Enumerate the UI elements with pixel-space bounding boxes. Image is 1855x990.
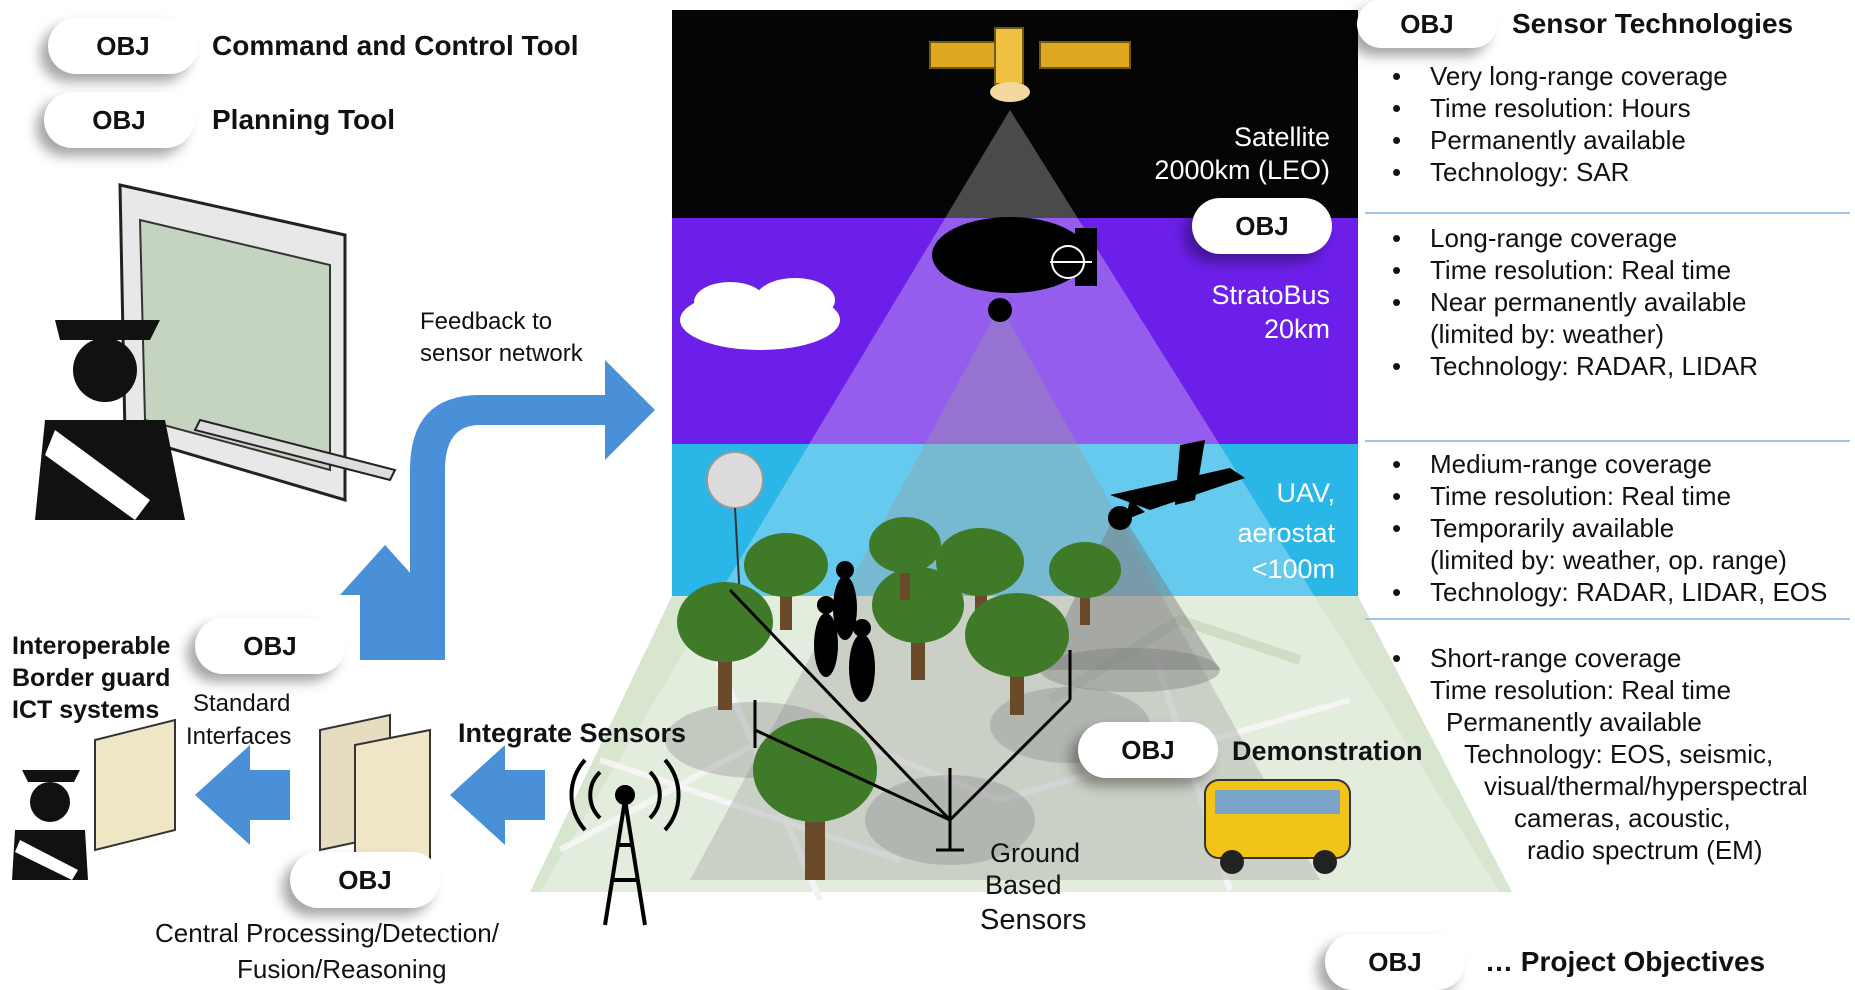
obj-badge-central: OBJ — [290, 852, 440, 908]
list-item: Permanently available — [1384, 124, 1728, 156]
satellite-label: Satellite — [1233, 122, 1330, 152]
integrate-sensors-label: Integrate Sensors — [458, 718, 687, 748]
stratobus-label: StratoBus — [1211, 280, 1330, 310]
divider-3 — [1365, 618, 1850, 620]
ground-label-1: Ground — [990, 838, 1081, 868]
border-officer-icon — [12, 770, 88, 880]
obj-badge-demonstration: OBJ — [1078, 722, 1218, 778]
border-guard-label-1: Interoperable — [12, 632, 171, 660]
list-item: (limited by: weather) — [1430, 319, 1665, 349]
list-item: Long-range coverage — [1384, 222, 1758, 254]
list-item: Near permanently available — [1384, 286, 1758, 318]
list-item: Medium-range coverage — [1384, 448, 1827, 480]
list-item: cameras, acoustic, — [1514, 803, 1731, 833]
left-illustrations — [12, 183, 655, 880]
uav-label: UAV, — [1276, 478, 1335, 508]
divider-1 — [1365, 212, 1850, 214]
list-item: Temporarily available — [1384, 512, 1827, 544]
uav-aerostat-label: aerostat — [1237, 518, 1335, 548]
obj-badge-sensor: OBJ — [1357, 0, 1497, 48]
list-item: radio spectrum (EM) — [1527, 835, 1763, 865]
standard-interfaces-label-1: Standard — [193, 690, 291, 717]
ground-features-list: Short-range coverage Time resolution: Re… — [1384, 642, 1808, 866]
satellite-altitude: 2000km (LEO) — [1154, 155, 1330, 185]
interfaces-arrow-icon — [195, 745, 290, 845]
list-item: Very long-range coverage — [1384, 60, 1728, 92]
satellite-icon — [929, 27, 1131, 102]
standard-interfaces-label-2: Interfaces — [186, 723, 292, 750]
list-item: Permanently available — [1446, 707, 1702, 737]
border-guard-label-2: Border guard — [12, 664, 171, 692]
ground-label-2: Based — [985, 870, 1062, 900]
ground-label-3: Sensors — [980, 904, 1087, 936]
cloud-icon — [680, 278, 840, 350]
demonstration-title: Demonstration — [1232, 736, 1423, 766]
command-tool-title: Command and Control Tool — [212, 30, 579, 61]
ground-sensor-masts — [728, 588, 1072, 852]
feedback-arrow-icon — [410, 360, 655, 660]
uav-features-list: Medium-range coverage Time resolution: R… — [1384, 448, 1827, 608]
people-silhouettes — [814, 561, 875, 702]
list-item: (limited by: weather, op. range) — [1430, 545, 1787, 575]
obj-badge-stratobus: OBJ — [1192, 198, 1332, 254]
satellite-coverage-cone — [540, 110, 1500, 892]
divider-2 — [1365, 440, 1850, 442]
satellite-features-list: Very long-range coverage Time resolution… — [1384, 60, 1728, 188]
demonstration-van-icon — [1204, 779, 1351, 874]
stratobus-altitude: 20km — [1263, 314, 1330, 344]
list-item: visual/thermal/hyperspectral — [1484, 771, 1808, 801]
obj-badge-command: OBJ — [48, 18, 198, 74]
stratobus-airship-icon — [932, 217, 1097, 322]
sensor-tech-title: Sensor Technologies — [1512, 8, 1794, 39]
trees — [677, 517, 1121, 880]
project-objectives-title: … Project Objectives — [1485, 946, 1766, 977]
obj-badge-legend: OBJ — [1325, 934, 1465, 990]
list-item: Short-range coverage — [1384, 642, 1808, 674]
monitor-icon — [118, 183, 397, 503]
list-item: Time resolution: Real time — [1384, 254, 1758, 286]
list-item: Time resolution: Hours — [1384, 92, 1728, 124]
uav-plane-icon — [1108, 440, 1245, 530]
uav-altitude: <100m — [1251, 554, 1335, 584]
obj-badge-interfaces: OBJ — [195, 618, 345, 674]
list-item: Technology: EOS, seismic, — [1464, 739, 1774, 769]
antenna-tower-icon — [569, 758, 681, 926]
obj-badge-planning: OBJ — [44, 92, 194, 148]
list-item: Technology: RADAR, LIDAR — [1384, 350, 1758, 382]
border-guard-label-3: ICT systems — [12, 696, 160, 724]
integrate-arrow-icon — [450, 745, 545, 845]
uav-coverage-cone — [1040, 508, 1220, 670]
officer-icon — [35, 320, 185, 520]
central-processing-label-2: Fusion/Reasoning — [237, 954, 447, 984]
feedback-label-1: Feedback to — [420, 308, 553, 335]
list-item: Time resolution: Real time — [1430, 675, 1732, 705]
central-processing-label-1: Central Processing/Detection/ — [155, 918, 499, 948]
list-item: Technology: SAR — [1384, 156, 1728, 188]
up-arrow-icon — [340, 545, 430, 660]
feedback-label-2: sensor network — [420, 340, 583, 367]
planning-tool-title: Planning Tool — [212, 104, 396, 135]
border-server-icon — [94, 718, 176, 852]
list-item: Time resolution: Real time — [1384, 480, 1827, 512]
list-item: Technology: RADAR, LIDAR, EOS — [1384, 576, 1827, 608]
central-server-icon — [319, 713, 431, 877]
stratobus-features-list: Long-range coverage Time resolution: Rea… — [1384, 222, 1758, 382]
